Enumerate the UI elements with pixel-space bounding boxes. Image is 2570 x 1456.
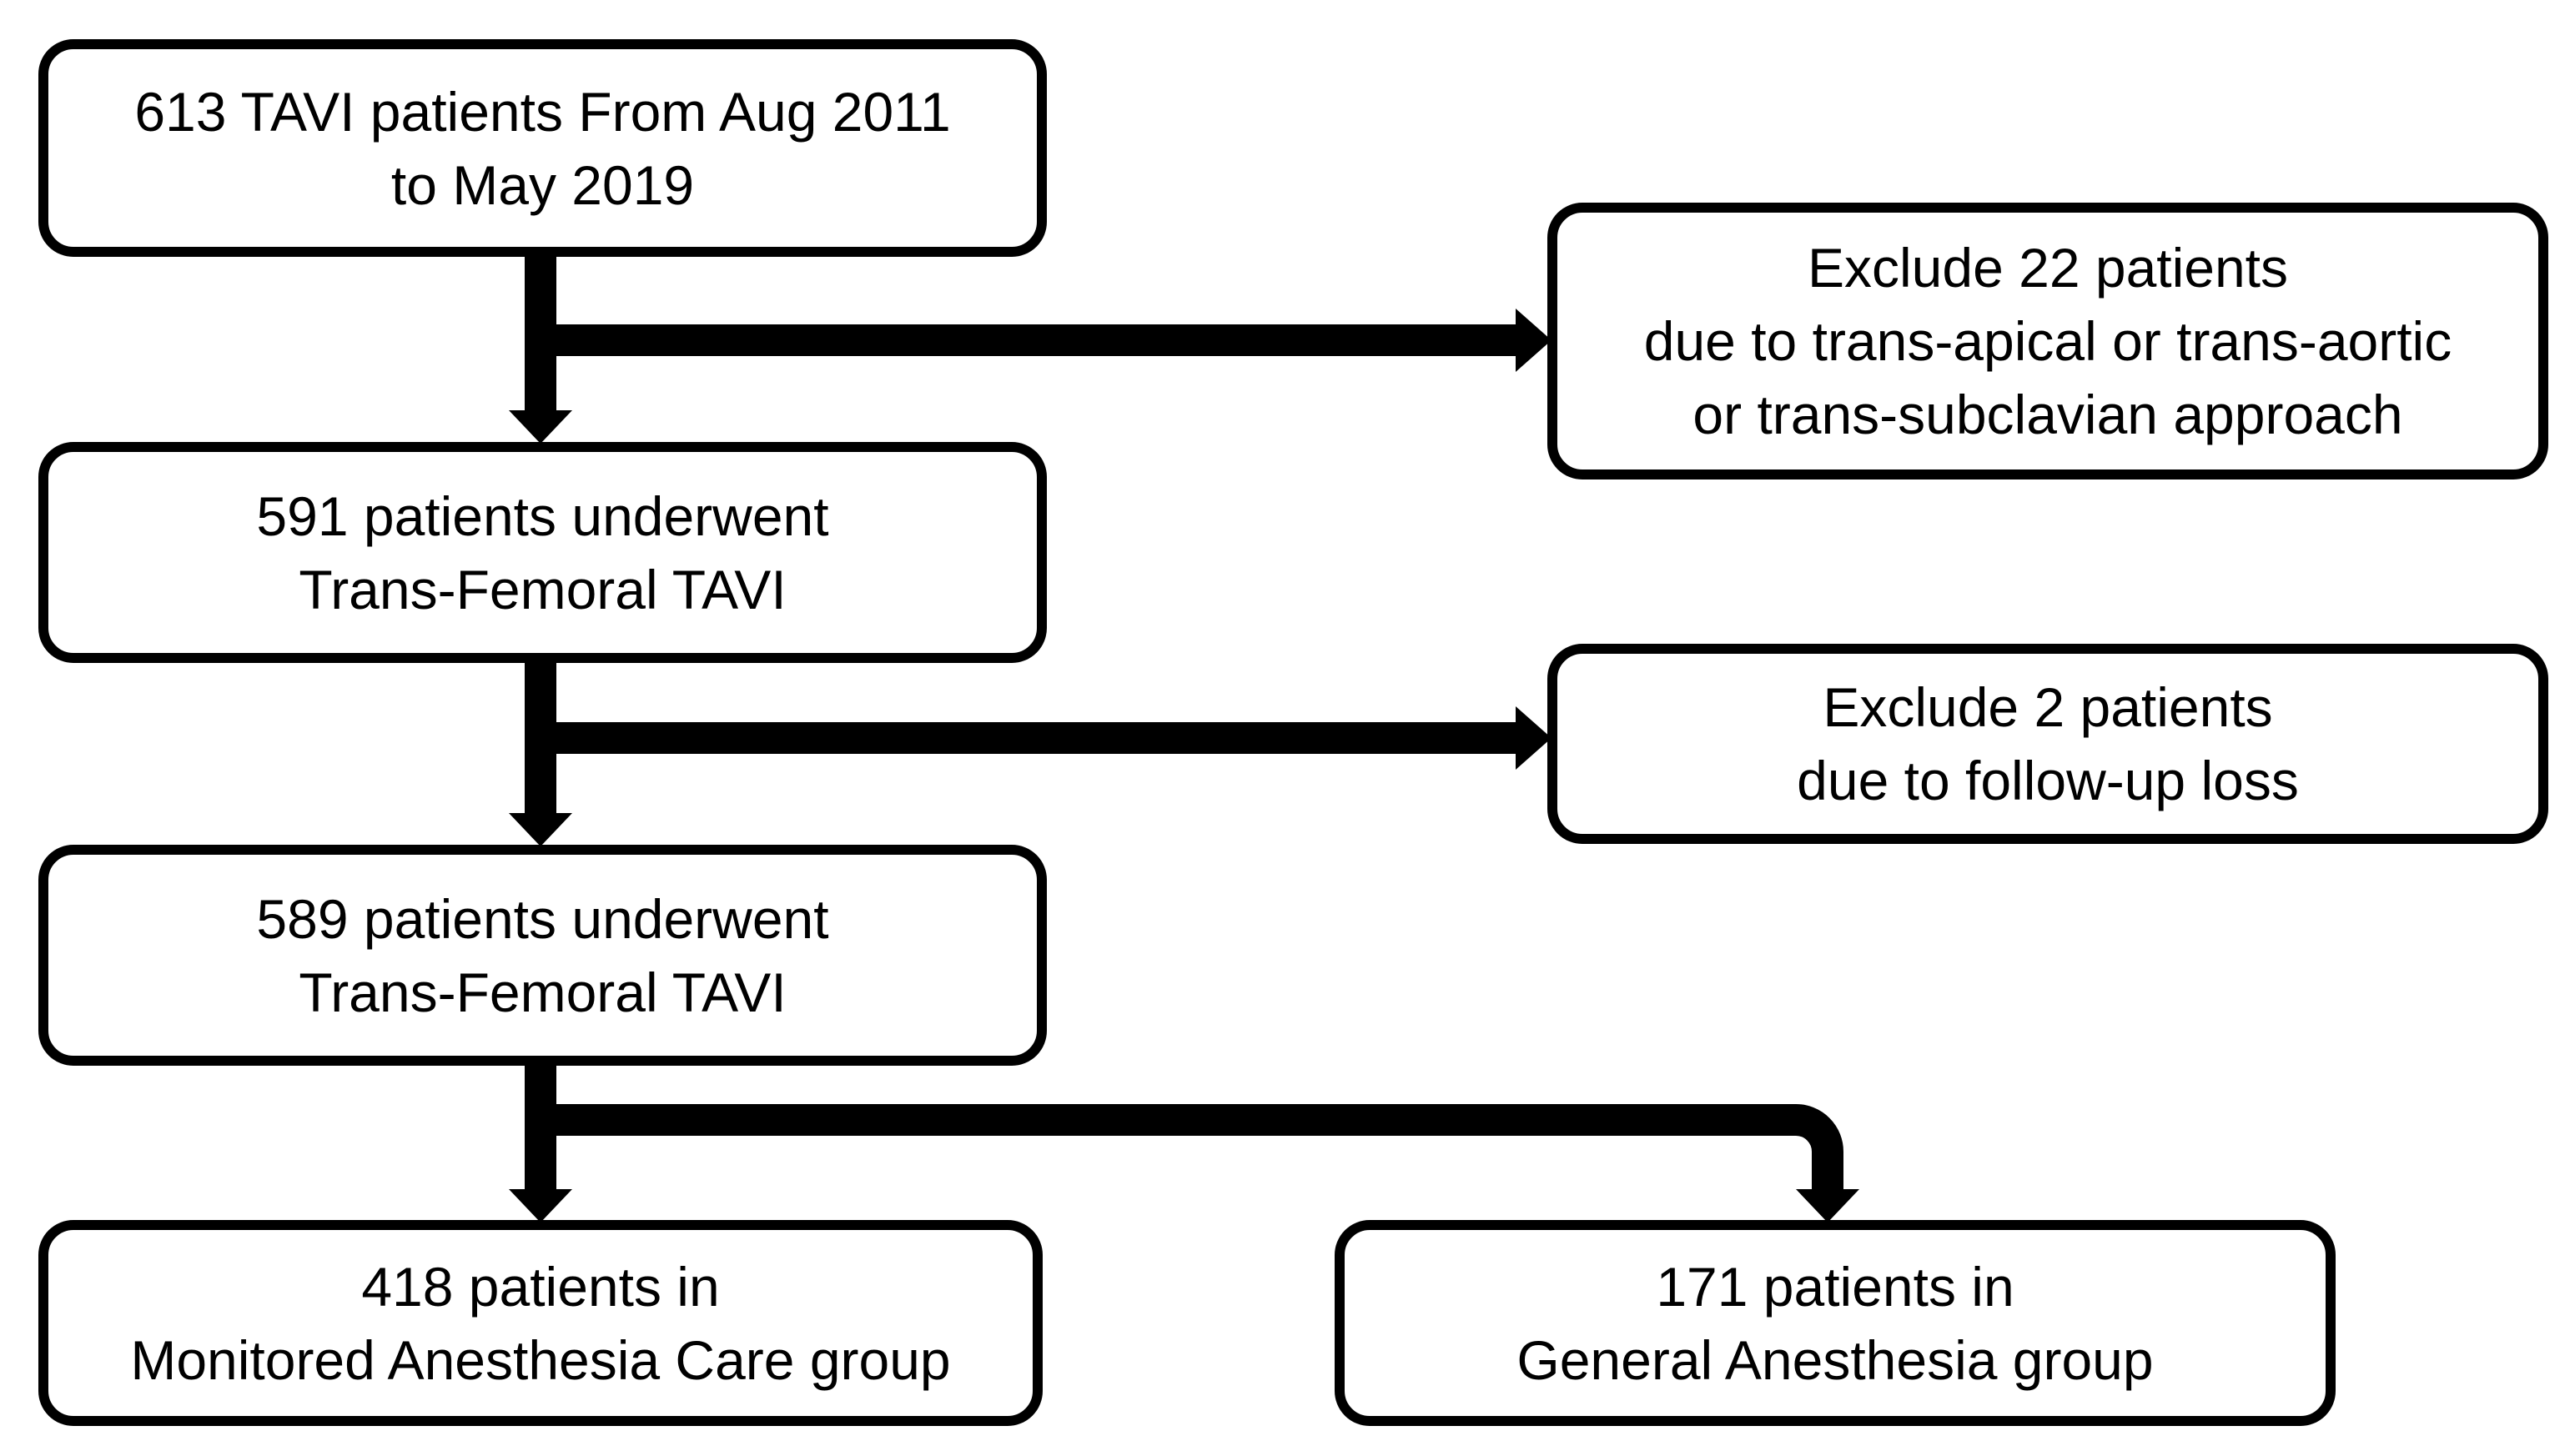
- arrowhead-right-icon: [1516, 309, 1552, 372]
- flow-box-exclude-2-patients: Exclude 2 patients due to follow-up loss: [1547, 644, 2548, 844]
- arrow-branch-exclude-22: [525, 309, 1552, 372]
- flow-box-exclude-22-patients: Exclude 22 patients due to trans-apical …: [1547, 203, 2548, 479]
- flow-box-613-tavi-patients: 613 TAVI patients From Aug 2011 to May 2…: [38, 39, 1047, 257]
- flow-box-418-mac-group: 418 patients in Monitored Anesthesia Car…: [38, 1220, 1043, 1426]
- box-text-line: 418 patients in: [361, 1255, 720, 1318]
- box-text-line: due to follow-up loss: [1797, 750, 2299, 811]
- arrowhead-right-icon: [1516, 706, 1552, 770]
- arrow-589-to-418: [509, 1056, 572, 1223]
- box-text-line: due to trans-apical or trans-aortic: [1643, 310, 2452, 372]
- box-text-line: 613 TAVI patients From Aug 2011: [134, 80, 951, 143]
- box-text-line: Exclude 2 patients: [1823, 676, 2273, 738]
- box-text-line: 589 patients underwent: [256, 887, 829, 950]
- flow-box-171-ga-group: 171 patients in General Anesthesia group: [1335, 1220, 2336, 1426]
- box-text-line: General Anesthesia group: [1516, 1328, 2154, 1391]
- flow-box-591-transfemoral: 591 patients underwent Trans-Femoral TAV…: [38, 442, 1047, 663]
- box-text-line: Exclude 22 patients: [1807, 237, 2289, 299]
- arrow-branch-exclude-2: [525, 706, 1552, 770]
- arrowhead-down-icon: [1796, 1189, 1859, 1223]
- flow-box-589-transfemoral: 589 patients underwent Trans-Femoral TAV…: [38, 845, 1047, 1066]
- box-text-line: 171 patients in: [1656, 1255, 2014, 1318]
- box-text-line: or trans-subclavian approach: [1692, 384, 2403, 445]
- box-text-line: Trans-Femoral TAVI: [299, 558, 787, 620]
- box-text-line: 591 patients underwent: [256, 484, 829, 547]
- arrowhead-down-icon: [509, 410, 572, 444]
- arrowhead-down-icon: [509, 813, 572, 846]
- box-text-line: Trans-Femoral TAVI: [299, 961, 787, 1023]
- box-text-line: Monitored Anesthesia Care group: [130, 1328, 951, 1391]
- box-text-line: to May 2019: [390, 153, 695, 216]
- arrowhead-down-icon: [509, 1189, 572, 1223]
- arrow-589-to-171-elbow: [525, 1104, 1859, 1223]
